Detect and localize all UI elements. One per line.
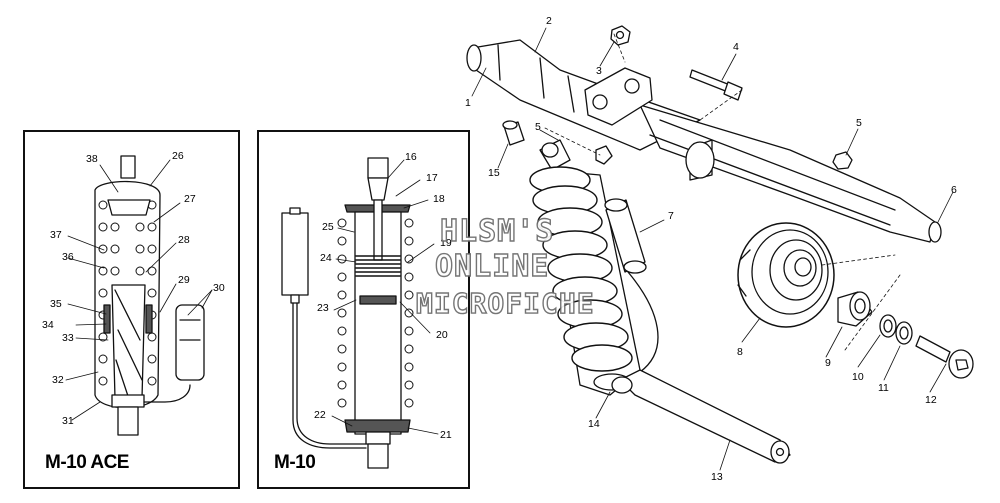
callout-4: 4	[733, 41, 739, 53]
callout-8: 8	[737, 346, 743, 358]
callout-24: 24	[320, 252, 332, 264]
callout-11: 11	[878, 382, 889, 394]
watermark-line-2: ONLINE	[434, 248, 550, 284]
callout-6: 6	[951, 184, 957, 196]
callout-30: 30	[213, 282, 225, 294]
callout-20: 20	[436, 329, 448, 341]
nut-5-center	[595, 145, 613, 165]
callout-2: 2	[546, 15, 552, 27]
mounting-bracket	[584, 67, 653, 126]
callout-32: 32	[52, 374, 64, 386]
callout-35: 35	[50, 298, 62, 310]
bushing-15	[502, 120, 525, 146]
m10-leader-lines	[331, 159, 439, 435]
callout-5-center: 5	[535, 121, 541, 133]
callout-18: 18	[433, 193, 445, 205]
rear-arm	[639, 104, 942, 243]
washer-11	[895, 321, 913, 345]
watermark-line-1: HLSM'S	[439, 213, 555, 249]
bolt-4	[689, 69, 743, 101]
callout-25: 25	[322, 221, 334, 233]
callout-36: 36	[62, 251, 74, 263]
callout-19: 19	[440, 237, 452, 249]
callout-28: 28	[178, 234, 190, 246]
callout-29: 29	[178, 274, 190, 286]
callout-15: 15	[488, 167, 500, 179]
m10-panel-title: M-10	[274, 452, 316, 473]
assembly-lines	[544, 33, 901, 351]
m10-shock-drawing	[281, 157, 414, 469]
washer-10	[879, 314, 897, 338]
ace-leader-lines	[65, 159, 213, 421]
callout-31: 31	[62, 415, 74, 427]
callout-33: 33	[62, 332, 74, 344]
callout-14: 14	[588, 418, 600, 430]
bearing-9	[837, 291, 873, 327]
main-leader-lines	[471, 27, 954, 471]
shock-assembly-14	[529, 139, 641, 396]
callout-1: 1	[465, 97, 471, 109]
callout-37: 37	[50, 229, 62, 241]
cross-tube-end	[685, 139, 715, 181]
callout-38: 38	[86, 153, 98, 165]
callout-34: 34	[42, 319, 54, 331]
callout-16: 16	[405, 151, 417, 163]
callout-13: 13	[711, 471, 723, 483]
callout-17: 17	[426, 172, 438, 184]
idler-wheel-8	[737, 222, 835, 328]
ace-panel-title: M-10 ACE	[45, 452, 129, 473]
callout-3: 3	[596, 65, 602, 77]
callout-10: 10	[852, 371, 864, 383]
watermark-line-3: MICROFICHE	[415, 286, 595, 320]
callout-5-right: 5	[856, 117, 862, 129]
m10-ace-shock-drawing	[94, 155, 205, 436]
reservoir-7	[604, 198, 659, 373]
nut-3	[610, 25, 631, 46]
callout-12: 12	[925, 394, 937, 406]
callout-26: 26	[172, 150, 184, 162]
axle-bolt-12	[915, 335, 974, 379]
callout-7: 7	[668, 210, 674, 222]
lower-arm-13	[611, 369, 791, 464]
nut-5-right	[832, 151, 853, 170]
callout-23: 23	[317, 302, 329, 314]
callout-27: 27	[184, 193, 196, 205]
callout-9: 9	[825, 357, 831, 369]
callout-21: 21	[440, 429, 452, 441]
callout-22: 22	[314, 409, 326, 421]
